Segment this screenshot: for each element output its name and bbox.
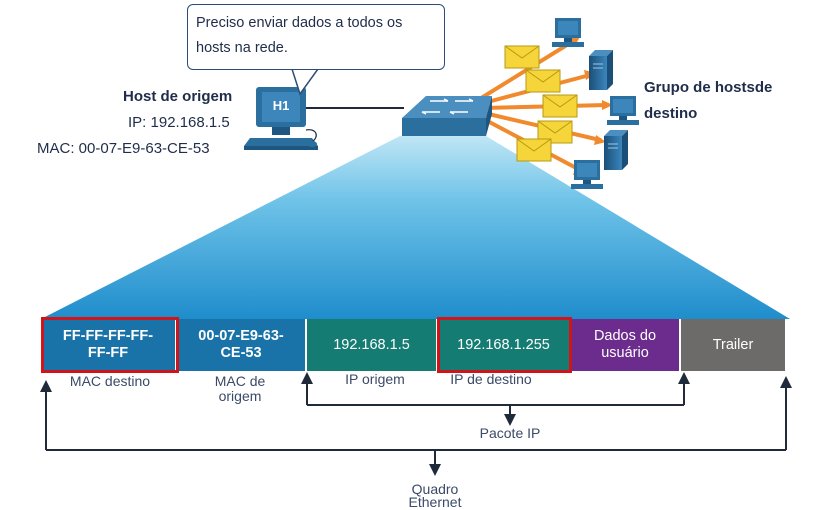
frame-field-user-data: Dados do usuário	[571, 319, 681, 371]
label-line-2: origem	[218, 388, 262, 404]
frame-field-ip-source: 192.168.1.5	[307, 319, 438, 371]
ethernet-frame-bracket	[40, 376, 792, 476]
destination-pc-icon	[571, 160, 603, 189]
frame-field-trailer: Trailer	[681, 319, 785, 371]
field-text-line-1: 00-07-E9-63-	[198, 328, 284, 344]
switch-icon	[402, 96, 492, 136]
field-text-line-2: CE-53	[220, 345, 262, 361]
source-host-ip: IP: 192.168.1.5	[128, 114, 230, 131]
label-ip-source: IP origem	[345, 371, 405, 387]
label-ethernet-frame: Quadro Ethernet	[390, 481, 480, 510]
label-line-1: Quadro	[411, 481, 459, 497]
destination-pc-icon	[607, 96, 639, 125]
label-line-2: Ethernet	[408, 494, 462, 510]
speech-callout: Preciso enviar dados a todos os hosts na…	[187, 4, 445, 70]
highlight-mac-destination	[41, 317, 179, 373]
frame-field-mac-destination: FF-FF-FF-FF- FF-FF	[41, 319, 177, 371]
destination-server-icon	[604, 130, 628, 170]
pc-label: H1	[272, 98, 290, 113]
projection-cone	[41, 136, 790, 319]
computer-icon	[244, 87, 318, 150]
source-host-mac: MAC: 00-07-E9-63-CE-53	[37, 140, 210, 157]
destination-server-icon	[589, 50, 613, 90]
field-text-line-2: usuário	[601, 345, 649, 361]
source-host-title: Host de origem	[123, 88, 233, 105]
label-mac-source: MAC de origem	[190, 374, 290, 404]
envelope-icons	[504, 45, 578, 162]
destination-pc-icon	[552, 18, 584, 47]
field-text-line-1: Dados do	[593, 328, 657, 344]
label-mac-destination: MAC destino	[69, 373, 151, 389]
highlight-ip-destination	[437, 317, 572, 373]
label-ip-packet: Pacote IP	[479, 425, 541, 441]
frame-field-ip-destination: 192.168.1.255	[438, 319, 571, 371]
field-text: 192.168.1.5	[333, 336, 410, 353]
field-text: Trailer	[712, 336, 754, 353]
field-text-line-2: FF-FF	[87, 345, 129, 361]
callout-line-1: Preciso enviar dados a todos os	[196, 15, 403, 31]
label-line-1: MAC de	[214, 373, 266, 389]
destination-group-line-2: destino	[644, 105, 698, 122]
callout-line-2: hosts na rede.	[196, 40, 288, 56]
field-text: 192.168.1.255	[457, 336, 550, 353]
destination-group-line-1: Grupo de hostsde	[644, 79, 773, 96]
destination-group-label: Grupo de hostsde destino	[644, 75, 804, 127]
label-ip-destination: IP de destino	[450, 371, 532, 387]
ip-packet-bracket	[301, 372, 690, 426]
field-text-line-1: FF-FF-FF-FF-	[62, 328, 154, 344]
frame-field-mac-source: 00-07-E9-63- CE-53	[177, 319, 307, 371]
